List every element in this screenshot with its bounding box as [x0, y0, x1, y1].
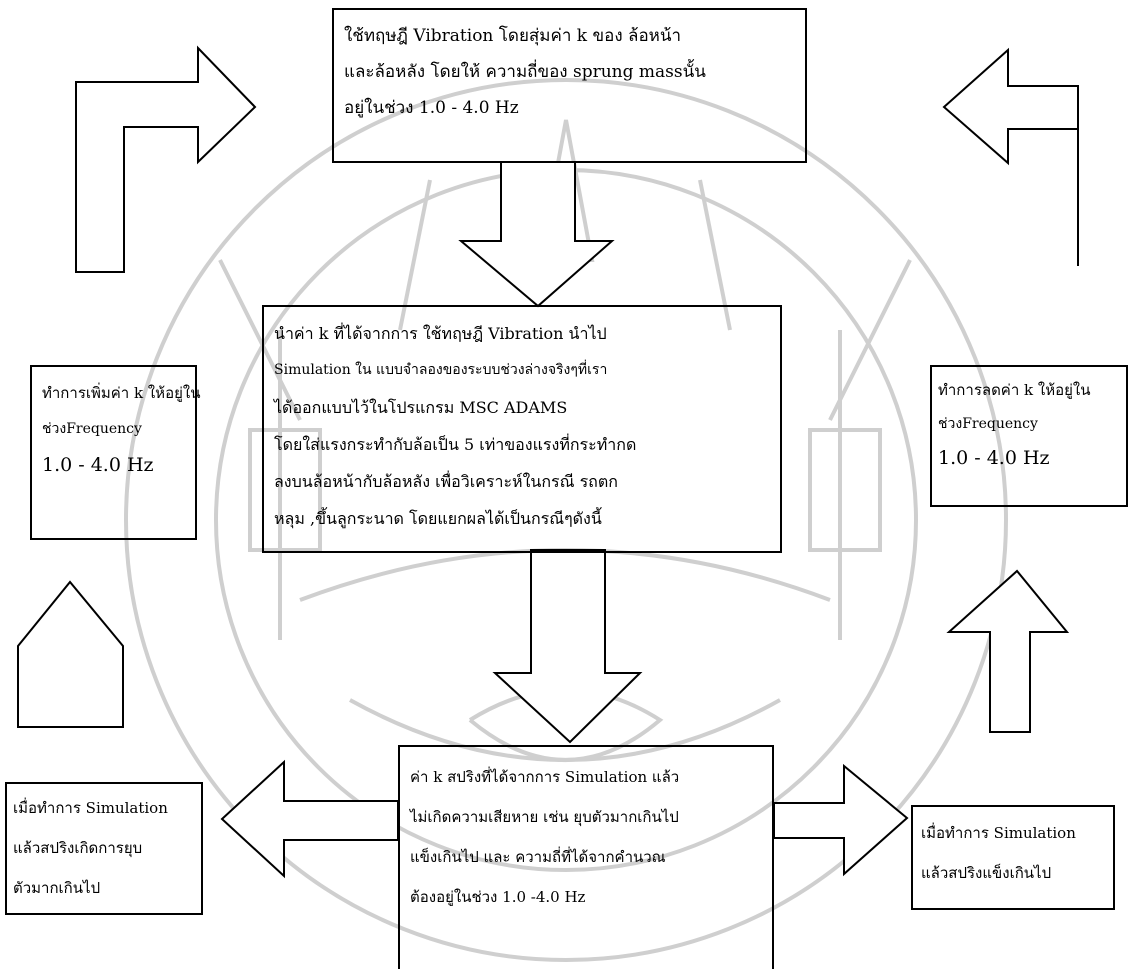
right-line-1: ทำการลดค่า k ให้อยู่ใน	[938, 381, 1091, 399]
bottom-right-line-2: แล้วสปริงแข็งเกินไป	[921, 864, 1052, 882]
top-line-3: อยู่ในช่วง 1.0 - 4.0 Hz	[344, 98, 519, 118]
bottom-right-step-box: เมื่อทำการ Simulation แล้วสปริงแข็งเกินไ…	[911, 805, 1115, 910]
bottom-line-4: ต้องอยู่ในช่วง 1.0 -4.0 Hz	[410, 888, 586, 906]
arrow-right-to-top	[942, 47, 1079, 266]
center-line-2: Simulation ใน แบบจำลองของระบบช่วงล่างจริ…	[274, 362, 608, 378]
center-line-5: ลงบนล้อหน้ากับล้อหลัง เพื่อวิเคราะห์ในกร…	[274, 472, 618, 491]
bottom-line-1: ค่า k สปริงที่ได้จากการ Simulation แล้ว	[410, 768, 680, 786]
arrow-bottom-to-left	[220, 759, 399, 879]
left-step-box: ทำการเพิ่มค่า k ให้อยู่ใน ช่วงFrequency …	[30, 365, 201, 540]
right-step-box: ทำการลดค่า k ให้อยู่ใน ช่วงFrequency 1.0…	[930, 365, 1128, 507]
bottom-left-step-box: เมื่อทำการ Simulation แล้วสปริงเกิดการยุ…	[5, 782, 203, 915]
left-line-2: ช่วงFrequency	[42, 421, 142, 437]
bottom-step-box: ค่า k สปริงที่ได้จากการ Simulation แล้ว …	[398, 745, 774, 969]
top-step-box: ใช้ทฤษฎี Vibration โดยสุ่มค่า k ของ ล้อห…	[332, 8, 807, 163]
top-line-1: ใช้ทฤษฎี Vibration โดยสุ่มค่า k ของ ล้อห…	[344, 26, 682, 46]
arrow-up-left	[17, 580, 124, 728]
arrow-bottom-to-right	[773, 763, 909, 877]
bottom-right-line-1: เมื่อทำการ Simulation	[921, 824, 1076, 842]
bottom-left-line-2: แล้วสปริงเกิดการยุบ	[13, 839, 143, 857]
arrow-top-to-center	[458, 161, 615, 308]
bottom-left-line-3: ตัวมากเกินไป	[13, 879, 101, 897]
bottom-left-line-1: เมื่อทำการ Simulation	[13, 799, 168, 817]
top-line-2: และล้อหลัง โดยให้ ความถี่ของ sprung mass…	[344, 62, 706, 82]
bottom-line-2: ไม่เกิดความเสียหาย เช่น ยุบตัวมากเกินไป	[410, 808, 679, 826]
arrow-center-to-bottom	[492, 549, 643, 744]
arrow-up-right	[946, 569, 1070, 733]
center-line-6: หลุม ,ขึ้นลูกระนาด โดยแยกผลได้เป็นกรณีๆด…	[274, 509, 602, 528]
center-line-4: โดยใส่แรงกระทำกับล้อเป็น 5 เท่าของแรงที่…	[274, 435, 637, 454]
left-line-1: ทำการเพิ่มค่า k ให้อยู่ใน	[42, 384, 201, 402]
center-step-box: นำค่า k ที่ได้จากการ ใช้ทฤษฎี Vibration …	[262, 305, 782, 553]
center-line-3: ได้ออกแบบไว้ในโปรแกรม MSC ADAMS	[274, 398, 568, 417]
left-line-3: 1.0 - 4.0 Hz	[42, 454, 154, 476]
arrow-left-to-top	[75, 45, 257, 273]
right-line-3: 1.0 - 4.0 Hz	[938, 447, 1050, 469]
bottom-line-3: แข็งเกินไป และ ความถี่ที่ได้จากคำนวณ	[410, 848, 666, 866]
center-line-1: นำค่า k ที่ได้จากการ ใช้ทฤษฎี Vibration …	[274, 324, 607, 343]
right-line-2: ช่วงFrequency	[938, 416, 1038, 432]
